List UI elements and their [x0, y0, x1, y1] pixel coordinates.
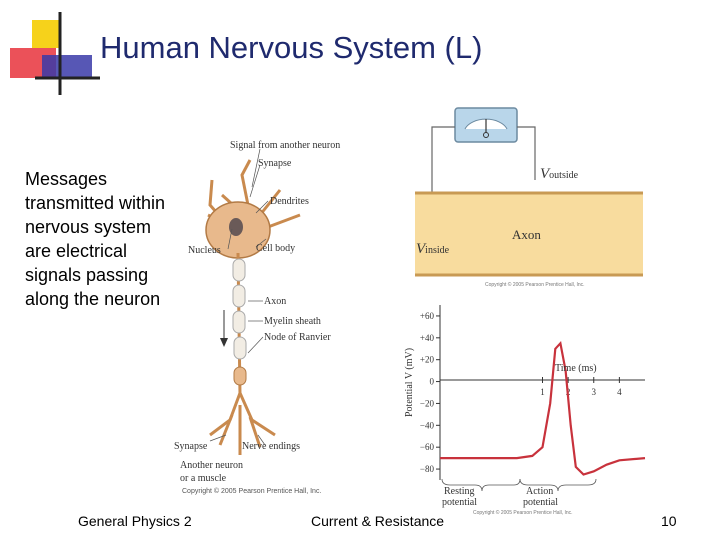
corner-logo	[10, 12, 100, 95]
label-dendrites: Dendrites	[270, 196, 309, 207]
v-inside-symbol: V	[416, 241, 427, 257]
label-nucleus: Nucleus	[188, 245, 221, 256]
label-synapse-top: Synapse	[258, 158, 292, 169]
y-tick-label: +60	[420, 311, 435, 321]
axon-copyright: Copyright © 2005 Pearson Prentice Hall, …	[485, 281, 585, 288]
axon-label: Axon	[512, 227, 541, 242]
x-tick-label: 3	[592, 387, 597, 397]
v-inside-sub: inside	[425, 245, 449, 256]
page-number: 10	[661, 513, 677, 529]
svg-text:Voutside: Voutside	[540, 166, 579, 182]
label-nerve-endings: Nerve endings	[242, 441, 300, 452]
x-tick-label: 4	[617, 387, 622, 397]
axon-band	[415, 193, 643, 275]
y-tick-label: 0	[430, 377, 435, 387]
y-tick-label: −80	[420, 464, 435, 474]
annotation-resting-2: potential	[442, 497, 477, 508]
v-outside-sub: outside	[549, 170, 578, 181]
annotation-action-2: potential	[523, 497, 558, 508]
annotation-resting-1: Resting	[444, 486, 475, 497]
label-axon: Axon	[264, 296, 286, 307]
body-text: Messages transmitted within nervous syst…	[25, 169, 166, 309]
neuron-diagram: Signal from another neuron Synapse Dendr…	[174, 140, 340, 495]
annotation-action-1: Action	[526, 486, 553, 497]
label-myelin: Myelin sheath	[264, 316, 321, 327]
y-tick-label: −60	[420, 442, 435, 452]
chart-copyright: Copyright © 2005 Pearson Prentice Hall, …	[473, 509, 573, 516]
y-tick-label: −20	[420, 398, 435, 408]
action-potential-curve	[440, 340, 646, 476]
v-outside-symbol: V	[540, 166, 551, 182]
y-axis-label: Potential V (mV)	[404, 348, 415, 417]
label-node: Node of Ranvier	[264, 332, 331, 343]
footer-topic: Current & Resistance	[311, 513, 445, 529]
neuron-copyright: Copyright © 2005 Pearson Prentice Hall, …	[182, 487, 321, 495]
nucleus-shape	[229, 218, 243, 236]
label-another-neuron: Another neuron	[180, 460, 243, 471]
label-signal: Signal from another neuron	[230, 140, 340, 151]
label-synapse-bottom: Synapse	[174, 441, 208, 452]
axon-diagram: Voutside Vinside Axon Copyright © 2005 P…	[415, 107, 643, 288]
label-or-muscle: or a muscle	[180, 473, 227, 484]
y-tick-label: +20	[420, 355, 435, 365]
footer-course: General Physics 2	[78, 513, 192, 529]
x-axis-label: Time (ms)	[555, 363, 597, 374]
slide-title: Human Nervous System (L)	[100, 30, 483, 65]
label-cell-body: Cell body	[256, 243, 295, 254]
svg-text:Vinside: Vinside	[416, 241, 450, 257]
x-tick-label: 1	[540, 387, 545, 397]
y-tick-label: +40	[420, 333, 435, 343]
y-tick-label: −40	[420, 420, 435, 430]
